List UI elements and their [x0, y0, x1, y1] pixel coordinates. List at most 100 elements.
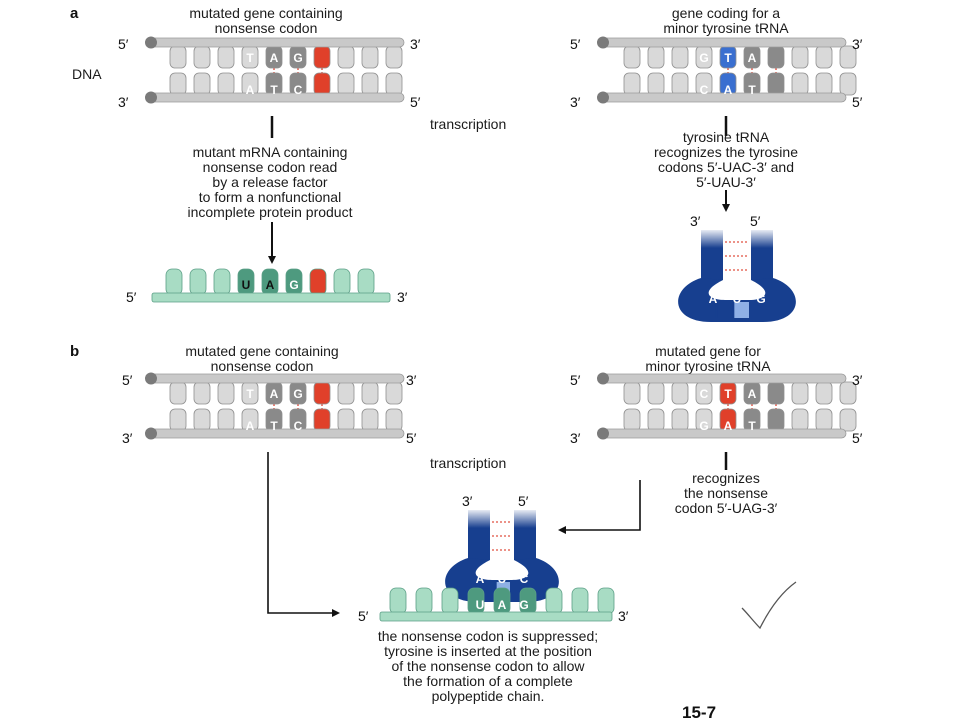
- a-transcription-label: transcription: [430, 116, 506, 132]
- dna-base-top: [169, 45, 187, 69]
- a-left-title-line2: nonsense codon: [215, 20, 318, 36]
- b-right-title-line2: minor tyrosine tRNA: [645, 358, 771, 374]
- dna-base-bottom: [385, 72, 403, 96]
- dna-base-bottom: [193, 72, 211, 96]
- strand-cap-bottom: [597, 91, 609, 104]
- codon-base-bottom: [313, 72, 331, 96]
- dna-strand-top: [147, 37, 405, 48]
- dna-base-bottom: [361, 408, 379, 432]
- result-caption-3: of the nonsense codon to allow: [391, 658, 585, 674]
- a-right-caption-1: tyrosine tRNA: [683, 129, 770, 145]
- dna-base-top: [671, 381, 689, 405]
- a-left-top-base-2: A: [270, 51, 279, 65]
- b-left-title-line1: mutated gene containing: [185, 343, 338, 359]
- strand-cap-top: [145, 36, 157, 49]
- anticodon-box: [701, 302, 716, 318]
- mrna-backbone: [379, 611, 613, 622]
- dna-strand-top: [599, 37, 847, 48]
- b-mrna-end3: 3′: [618, 608, 629, 624]
- b-right-top-end3: 3′: [852, 372, 863, 388]
- a-right-caption-2: recognizes the tyrosine: [654, 144, 798, 160]
- a-right-top-base-3: A: [748, 51, 757, 65]
- a-left-top-end3: 3′: [410, 36, 421, 52]
- b-right-top-base-3: A: [748, 387, 757, 401]
- figure-number: 15-7: [682, 703, 716, 720]
- b-transcription-label: transcription: [430, 455, 506, 471]
- a-left-caption-2: nonsense codon read: [203, 159, 338, 175]
- dna-base-top: [671, 45, 689, 69]
- dna-base-top: [791, 381, 809, 405]
- dna-base-bottom: [815, 72, 833, 96]
- dna-base-top: [193, 381, 211, 405]
- anticodon-box: [734, 302, 749, 318]
- b-mrna-end5: 5′: [358, 608, 369, 624]
- dna-base-bottom: [169, 72, 187, 96]
- b-left-top-base-2: A: [270, 387, 279, 401]
- a-mrna-base-3: G: [289, 278, 298, 292]
- anticodon-box: [481, 582, 495, 598]
- b-left-title-line2: nonsense codon: [211, 358, 314, 374]
- a-left-top-base-1: T: [246, 51, 254, 65]
- a-right-title-line1: gene coding for a: [672, 5, 780, 21]
- mrna-base: [389, 587, 407, 615]
- b-right-caption-2: the nonsense: [684, 485, 768, 501]
- dna-base-bottom: [169, 408, 187, 432]
- a-left-title-line1: mutated gene containing: [189, 5, 342, 21]
- a-left-bottom-base-3: C: [294, 83, 303, 97]
- dna-base-top: [815, 45, 833, 69]
- b-mrna-base-3: G: [519, 598, 528, 612]
- a-right-caption-3: codons 5′-UAC-3′ and: [658, 159, 794, 175]
- a-right-bottom-end3: 3′: [570, 94, 581, 110]
- b-left-bottom-base-3: C: [294, 419, 303, 433]
- dna-base-top: [217, 45, 235, 69]
- b-left-top-base-1: T: [246, 387, 254, 401]
- dna-base-bottom: [361, 72, 379, 96]
- strand-cap-bottom: [145, 427, 157, 440]
- dna-label: DNA: [72, 66, 102, 82]
- mrna-base: [441, 587, 459, 615]
- a-trna-end3: 3′: [690, 213, 701, 229]
- dna-base-bottom: [337, 408, 355, 432]
- a-right-top-base-1: G: [699, 51, 708, 65]
- dna-base-bottom: [647, 408, 665, 432]
- strand-cap-top: [597, 372, 609, 385]
- a-right-top-end5: 5′: [570, 36, 581, 52]
- dna-double-strand-b-left: [145, 372, 405, 440]
- a-left-top-base-3: G: [293, 51, 302, 65]
- a-left-bottom-base-1: A: [246, 83, 255, 97]
- a-mrna-end5: 5′: [126, 289, 137, 305]
- a-right-title-line2: minor tyrosine tRNA: [663, 20, 789, 36]
- dna-base-bottom: [815, 408, 833, 432]
- dna-base-bottom: [791, 72, 809, 96]
- result-caption-1: the nonsense codon is suppressed;: [378, 628, 598, 644]
- dna-base-bottom: [839, 72, 857, 96]
- dna-base-top: [361, 381, 379, 405]
- a-left-bottom-end5: 5′: [410, 94, 421, 110]
- panel-a-label: a: [70, 5, 79, 22]
- mrna-b: [379, 587, 615, 622]
- codon-base-top: [767, 381, 785, 405]
- a-left-caption-3: by a release factor: [212, 174, 328, 190]
- checkmark-icon: [741, 581, 797, 630]
- b-right-caption-3: codon 5′-UAG-3′: [675, 500, 778, 516]
- codon-base-bottom: [767, 408, 785, 432]
- b-trna-anticodon-3: C: [520, 572, 529, 586]
- dna-base-top: [193, 45, 211, 69]
- codon-base-bottom: [767, 72, 785, 96]
- dna-base-bottom: [623, 408, 641, 432]
- mrna-base: [357, 268, 375, 296]
- dna-base-top: [337, 381, 355, 405]
- dna-base-top: [361, 45, 379, 69]
- dna-double-strand-a-right: [597, 36, 857, 104]
- a-mrna-base-1: U: [242, 278, 251, 292]
- dna-strand-top: [599, 373, 847, 384]
- dna-base-bottom: [217, 72, 235, 96]
- dna-base-bottom: [217, 408, 235, 432]
- a-left-caption-1: mutant mRNA containing: [193, 144, 348, 160]
- codon-base-top: [313, 45, 331, 69]
- b-right-title-line1: mutated gene for: [655, 343, 761, 359]
- b-right-elbow-arrow: [558, 480, 641, 534]
- b-left-bottom-end5: 5′: [406, 430, 417, 446]
